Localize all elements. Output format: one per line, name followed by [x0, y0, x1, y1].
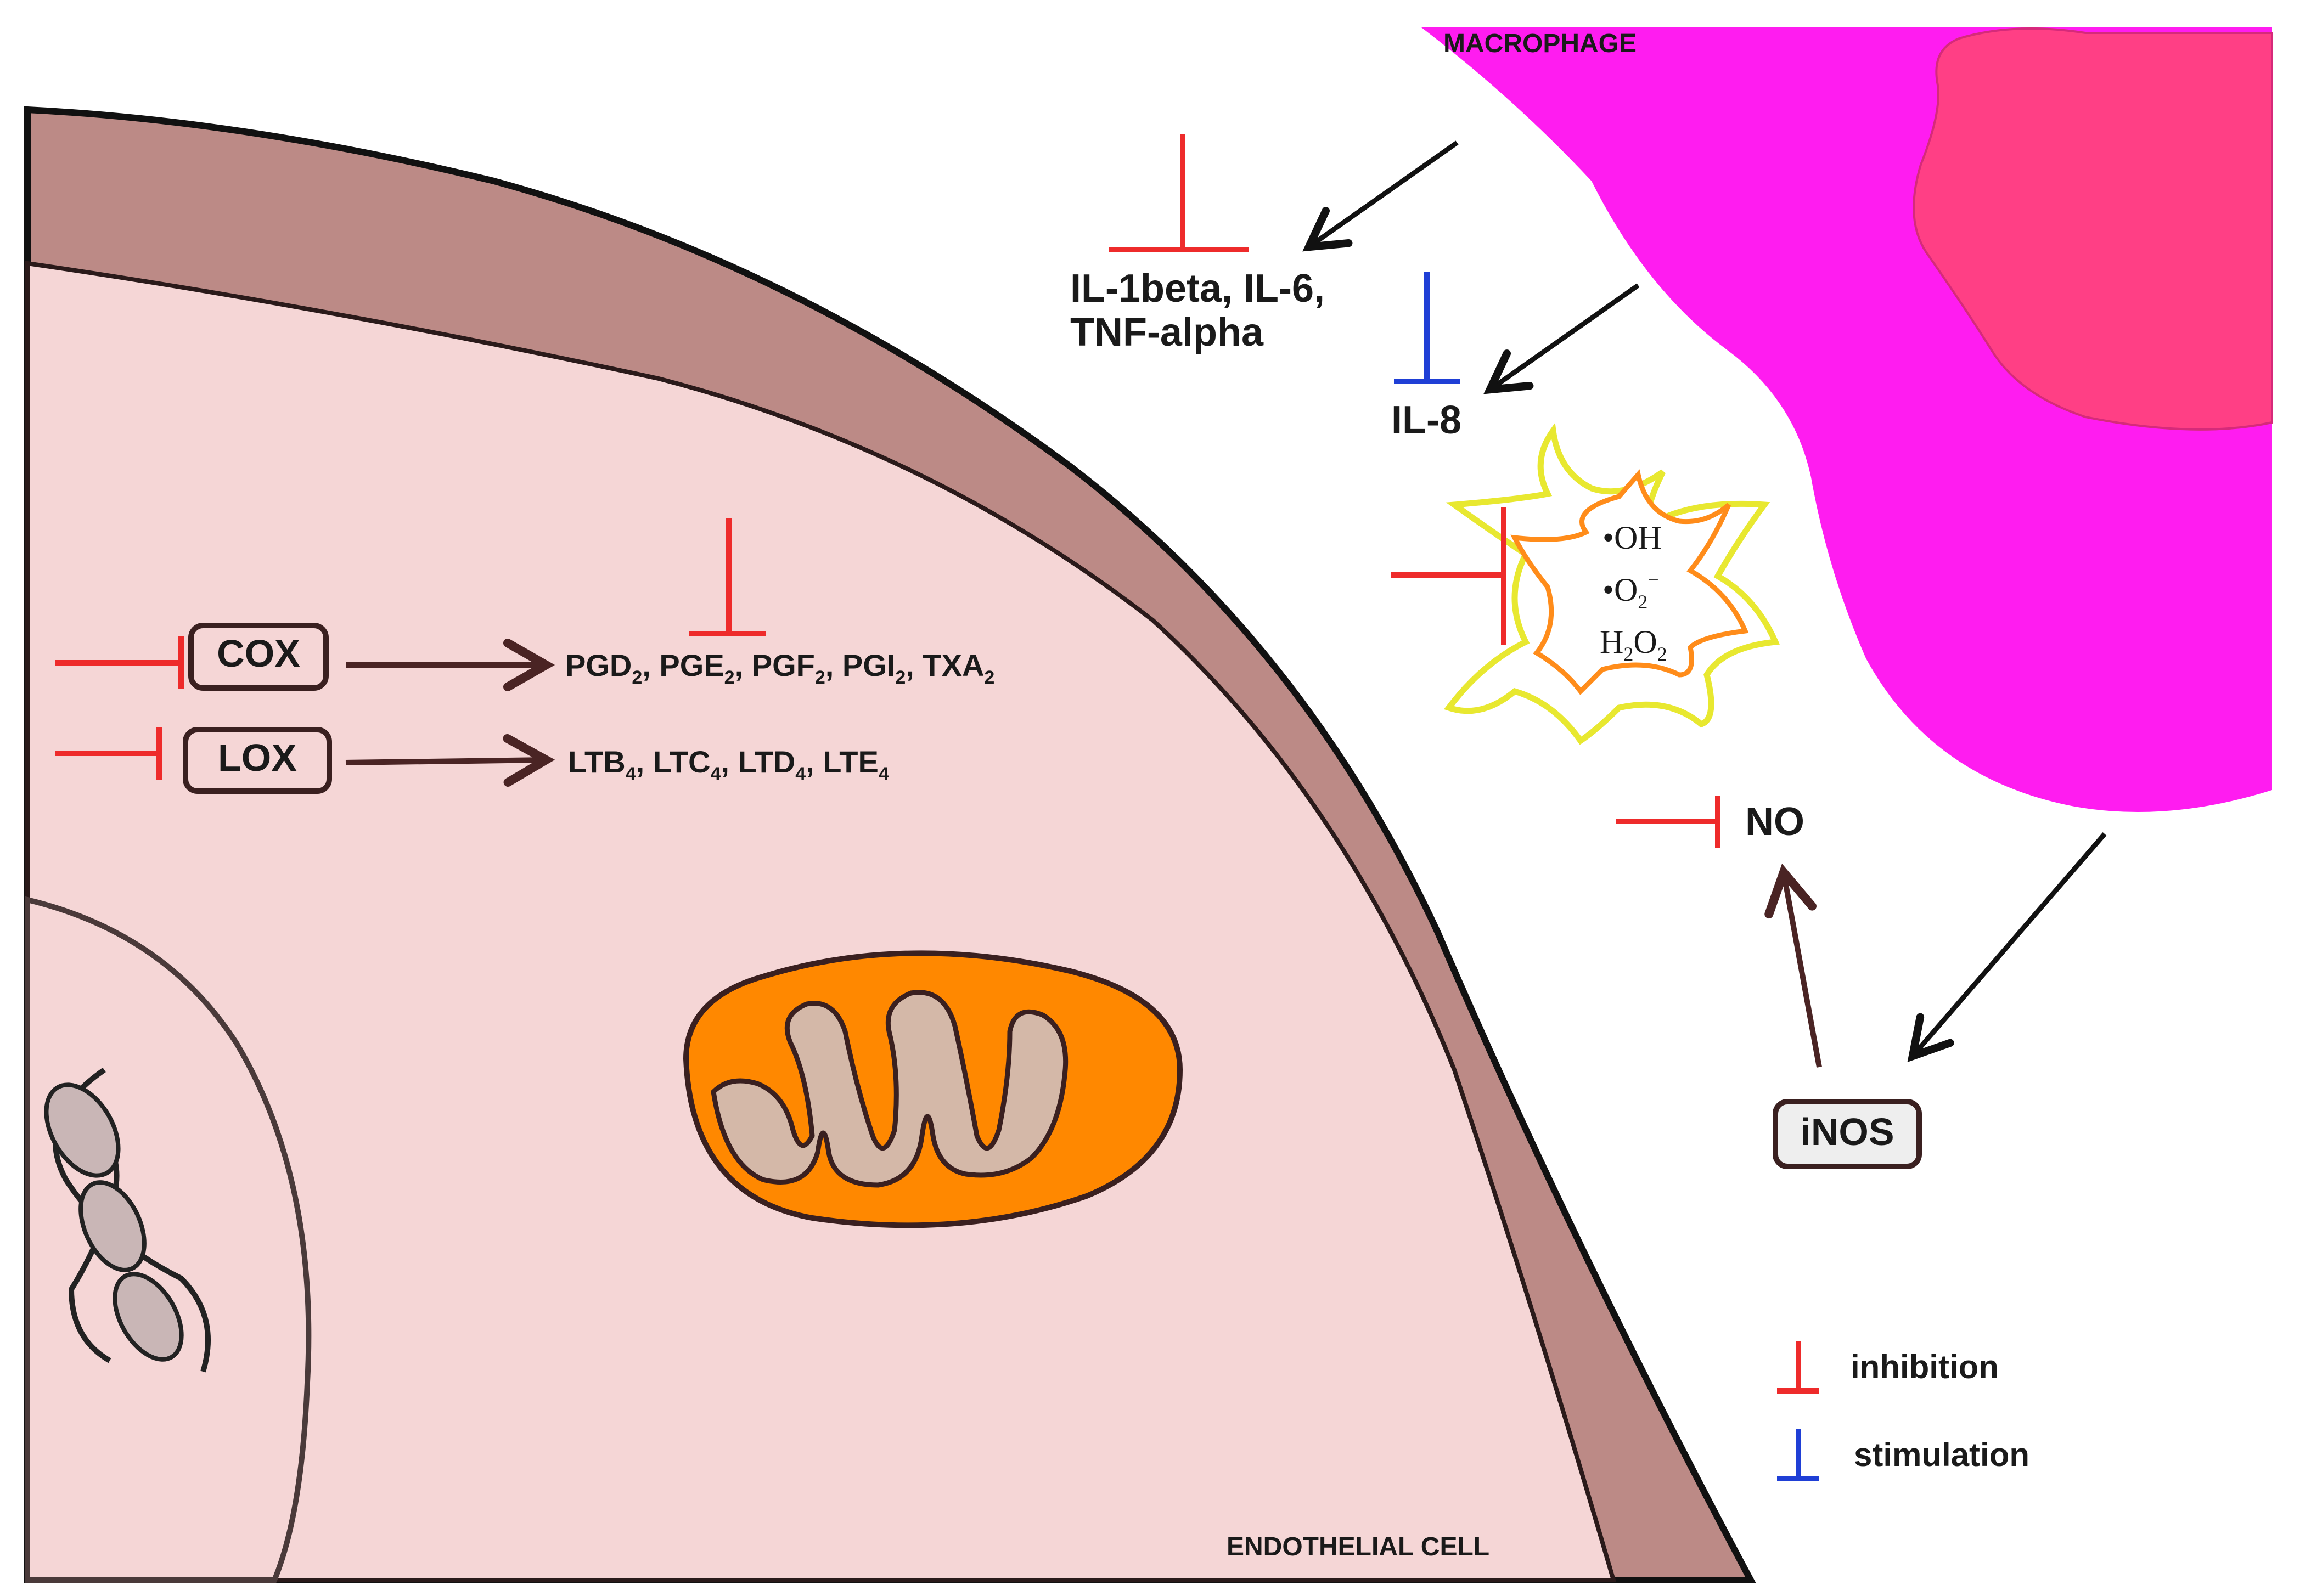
inos-label: iNOS — [1800, 1110, 1894, 1153]
il8-label: IL-8 — [1391, 398, 1461, 442]
mitochondrion-icon — [683, 950, 1183, 1228]
macrophage-to-il8-arrow — [1483, 283, 1640, 394]
macrophage-to-inos-arrow — [1907, 832, 2107, 1062]
lox-label: LOX — [218, 736, 297, 779]
lox-arrow — [345, 734, 555, 787]
macrophage — [1421, 27, 2273, 812]
dna-helix-icon — [44, 1067, 211, 1373]
inos-to-no-arrow — [1764, 864, 1822, 1068]
cox-label: COX — [217, 632, 300, 675]
endothelial-cell-label: ENDOTHELIAL CELL — [1227, 1532, 1489, 1561]
cytoplasm — [25, 261, 1617, 1582]
hydroxyl-radical-label: •OH — [1602, 520, 1662, 556]
legend: inhibition stimulation — [1777, 1341, 2029, 1481]
cox-box — [188, 623, 329, 691]
cytokine-line-1: IL-1beta, IL-6, — [1070, 267, 1325, 311]
legend-stimulation-label: stimulation — [1854, 1436, 2029, 1473]
macrophage-label: MACROPHAGE — [1443, 29, 1637, 58]
no-label: NO — [1745, 800, 1804, 844]
lox-box — [183, 727, 332, 794]
prostanoid-list: PGD2, PGE2, PGF2, PGI2, TXA2 — [565, 648, 994, 688]
cytokine-line-2: TNF-alpha — [1070, 311, 1264, 354]
superoxide-label: •O2− — [1602, 569, 1659, 613]
macrophage-to-cytokines-arrow — [1302, 140, 1459, 252]
nucleus — [25, 896, 312, 1583]
ros-burst-icon — [1444, 422, 1780, 745]
leukotriene-list: LTB4, LTC4, LTD4, LTE4 — [568, 745, 889, 785]
hydrogen-peroxide-label: H2O2 — [1600, 624, 1667, 665]
inos-box — [1773, 1099, 1922, 1169]
legend-inhibition-label: inhibition — [1851, 1349, 1999, 1385]
